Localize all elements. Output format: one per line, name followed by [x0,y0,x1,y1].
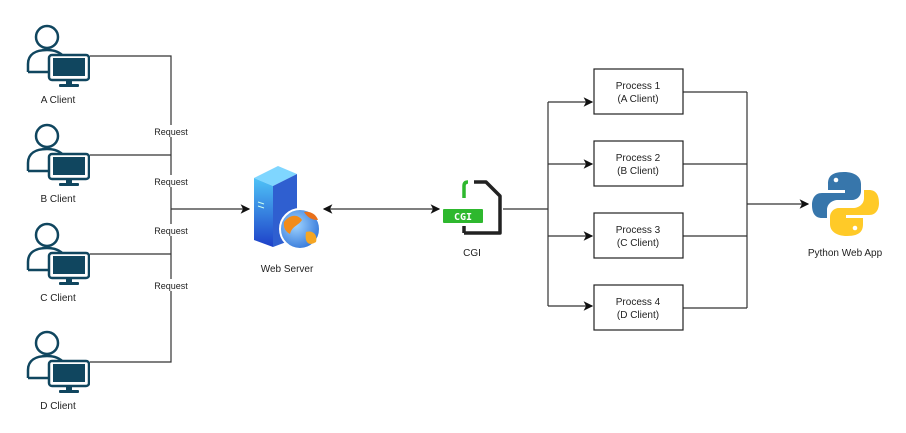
client-label: A Client [41,95,76,106]
cgi-label: CGI [463,248,481,259]
user-computer-icon [26,123,90,187]
client-label: D Client [40,401,76,412]
process-box [593,140,684,187]
client-c: C Client [26,222,90,304]
python-app-label: Python Web App [808,248,883,259]
web-server-globe-icon [254,166,321,250]
python-web-app: Python Web App [808,172,883,259]
request-label: Request [154,127,188,137]
client-a: A Client [26,24,90,106]
connector-line [90,55,172,363]
cgi: CGI CGI [443,180,502,259]
python-logo-icon [812,172,879,236]
process-1: Process 1 (A Client) [593,68,684,115]
user-computer-icon [26,222,90,286]
client-b: B Client [26,123,90,205]
process-box [593,68,684,115]
client-label: C Client [40,293,76,304]
client-connectors [90,55,251,363]
process-3: Process 3 (C Client) [593,212,684,259]
process-client: (C Client) [617,238,659,249]
process-2: Process 2 (B Client) [593,140,684,187]
user-computer-icon [26,24,90,88]
process-name: Process 1 [616,81,661,92]
process-name: Process 4 [616,297,661,308]
cgi-file-icon: CGI [443,180,502,235]
cgi-badge: CGI [454,212,472,223]
process-4: Process 4 (D Client) [593,284,684,331]
process-client: (A Client) [617,94,658,105]
web-server: Web Server [254,166,321,275]
client-d: D Client [26,330,90,412]
process-box [593,212,684,259]
process-box [593,284,684,331]
request-label: Request [154,177,188,187]
client-label: B Client [40,194,75,205]
process-client: (D Client) [617,310,659,321]
request-labels: Request Request Request Request [151,125,191,291]
user-computer-icon [26,330,90,394]
request-label: Request [154,281,188,291]
process-name: Process 2 [616,153,661,164]
process-name: Process 3 [616,225,661,236]
web-server-label: Web Server [261,264,314,275]
process-connectors [503,91,810,311]
request-label: Request [154,226,188,236]
process-client: (B Client) [617,166,659,177]
